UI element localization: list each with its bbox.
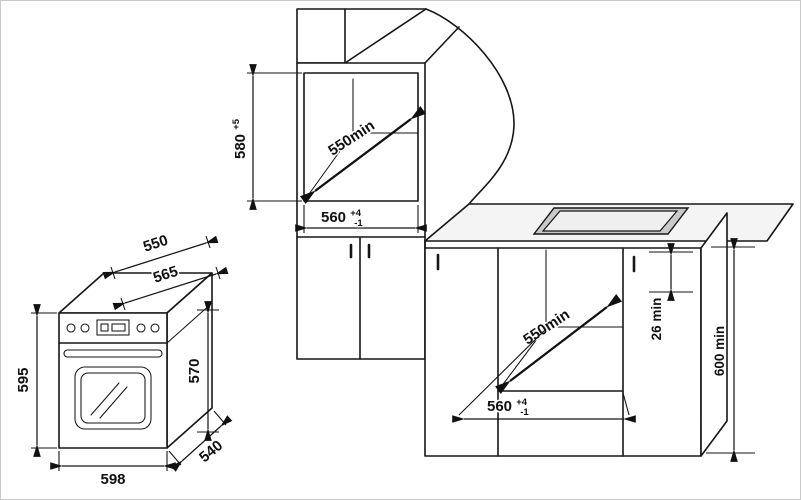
dim-column-niche-width-tol-minus: -1 xyxy=(354,218,363,229)
dim-base-niche-width-label: 560 xyxy=(487,398,512,415)
dim-base-niche-width: 560 +4 -1 xyxy=(452,328,636,423)
dim-column-niche-width: 560 +4 -1 xyxy=(295,203,427,233)
dim-column-niche-height-tol: +5 xyxy=(231,118,242,130)
dim-base-niche-width-tol-plus: +4 xyxy=(516,397,528,408)
svg-text:560 +4 -1: 560 +4 -1 xyxy=(487,392,531,418)
dim-worktop-gap-label: 26 min xyxy=(649,298,664,341)
base-unit-side-panel xyxy=(700,212,728,457)
dim-oven-width-label: 598 xyxy=(100,471,125,488)
svg-text:560 +4 -1: 560 +4 -1 xyxy=(321,203,365,229)
oven-display xyxy=(96,319,130,336)
dim-oven-depth-top-label: 550 xyxy=(141,232,170,256)
dim-oven-depth-bottom-label: 540 xyxy=(196,437,226,466)
dim-base-niche-height-label: 600 min xyxy=(712,326,727,376)
dim-worktop-gap: 26 min xyxy=(648,243,693,342)
dim-oven-height: 595 xyxy=(14,304,57,457)
wall-curve xyxy=(425,8,515,205)
base-unit-front xyxy=(424,247,702,457)
oven-knob xyxy=(80,323,90,333)
dim-oven-height-label: 595 xyxy=(15,367,32,392)
oven-view xyxy=(58,272,213,449)
svg-text:580 +5: 580 +5 xyxy=(231,118,249,159)
dim-base-niche-height: 600 min xyxy=(706,238,755,462)
cabinet-view xyxy=(296,8,794,457)
dim-oven-rear-height-label: 570 xyxy=(186,358,203,383)
dim-column-niche-height: 580 +5 xyxy=(230,64,302,210)
hob-cutout-hole xyxy=(541,210,679,232)
dim-column-niche-width-label: 560 xyxy=(321,209,346,226)
dim-column-niche-width-tol-plus: +4 xyxy=(350,208,362,219)
oven-knob xyxy=(150,323,160,333)
oven-knob xyxy=(136,323,146,333)
oven-door-window xyxy=(74,366,152,430)
dim-oven-width: 598 xyxy=(50,451,176,490)
oven-knob xyxy=(66,323,76,333)
dim-base-niche-width-tol-minus: -1 xyxy=(520,407,529,418)
dim-oven-rear-height: 570 xyxy=(185,301,219,441)
dim-column-niche-height-label: 580 xyxy=(232,134,249,159)
wall-section xyxy=(296,8,346,64)
oven-door-handle xyxy=(63,349,163,358)
